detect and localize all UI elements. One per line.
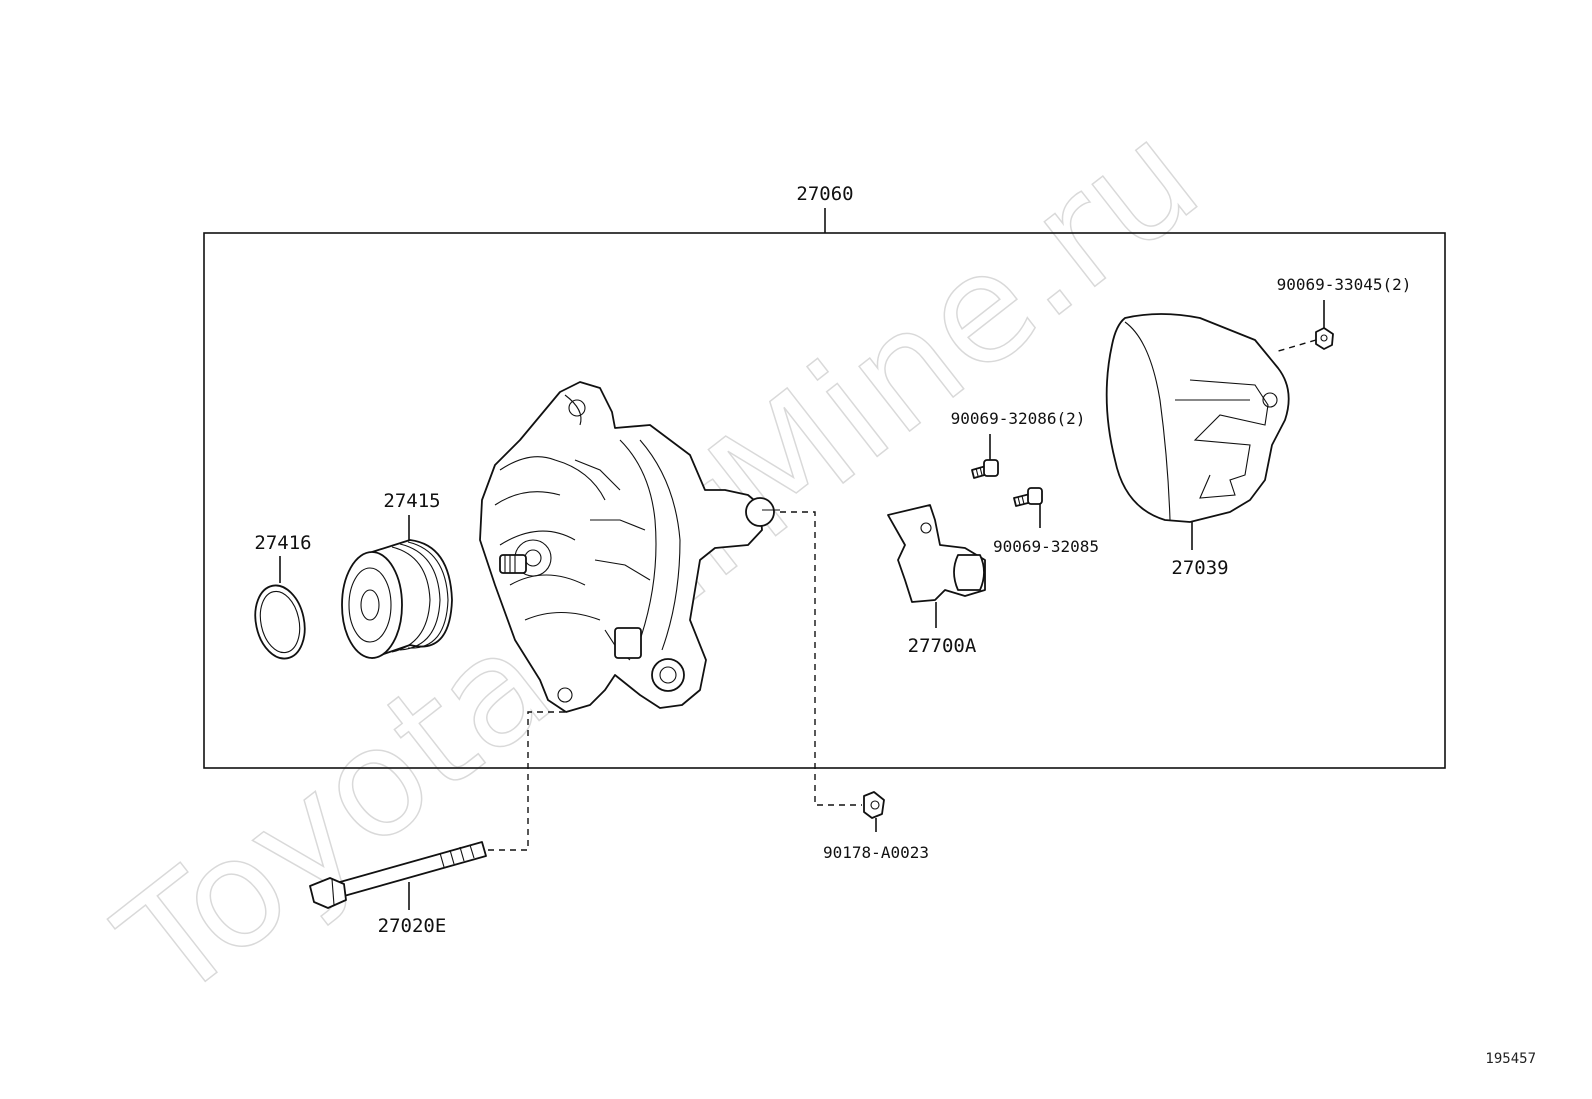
diagram-id: 195457 [1485,1051,1536,1067]
label-cover-nut[interactable]: 90069-33045(2) [1277,275,1412,294]
label-snap-ring[interactable]: 27416 [254,532,311,554]
pulley-part[interactable] [341,539,453,659]
bolt-part[interactable] [309,841,487,909]
screw-b-part[interactable] [1013,487,1043,507]
cover-nut-dashline [1274,339,1317,353]
snap-ring-part[interactable] [249,581,311,663]
label-screw-b[interactable]: 90069-32085 [993,537,1099,556]
label-assembly[interactable]: 27060 [796,183,853,205]
label-pulley[interactable]: 27415 [383,490,440,512]
terminal-nut-dashline [780,511,862,806]
rear-cover-part[interactable] [1105,313,1290,523]
screw-a-part[interactable] [971,459,999,479]
label-terminal-nut[interactable]: 90178-A0023 [823,843,929,862]
cover-nut-part[interactable] [1315,327,1334,350]
regulator-part[interactable] [887,504,986,603]
label-screw-a[interactable]: 90069-32086(2) [951,409,1086,428]
terminal-nut-part[interactable] [863,791,885,819]
label-rear-cover[interactable]: 27039 [1171,557,1228,579]
label-regulator[interactable]: 27700A [908,635,977,657]
label-bolt[interactable]: 27020E [378,915,447,937]
alternator-body[interactable] [479,381,780,713]
